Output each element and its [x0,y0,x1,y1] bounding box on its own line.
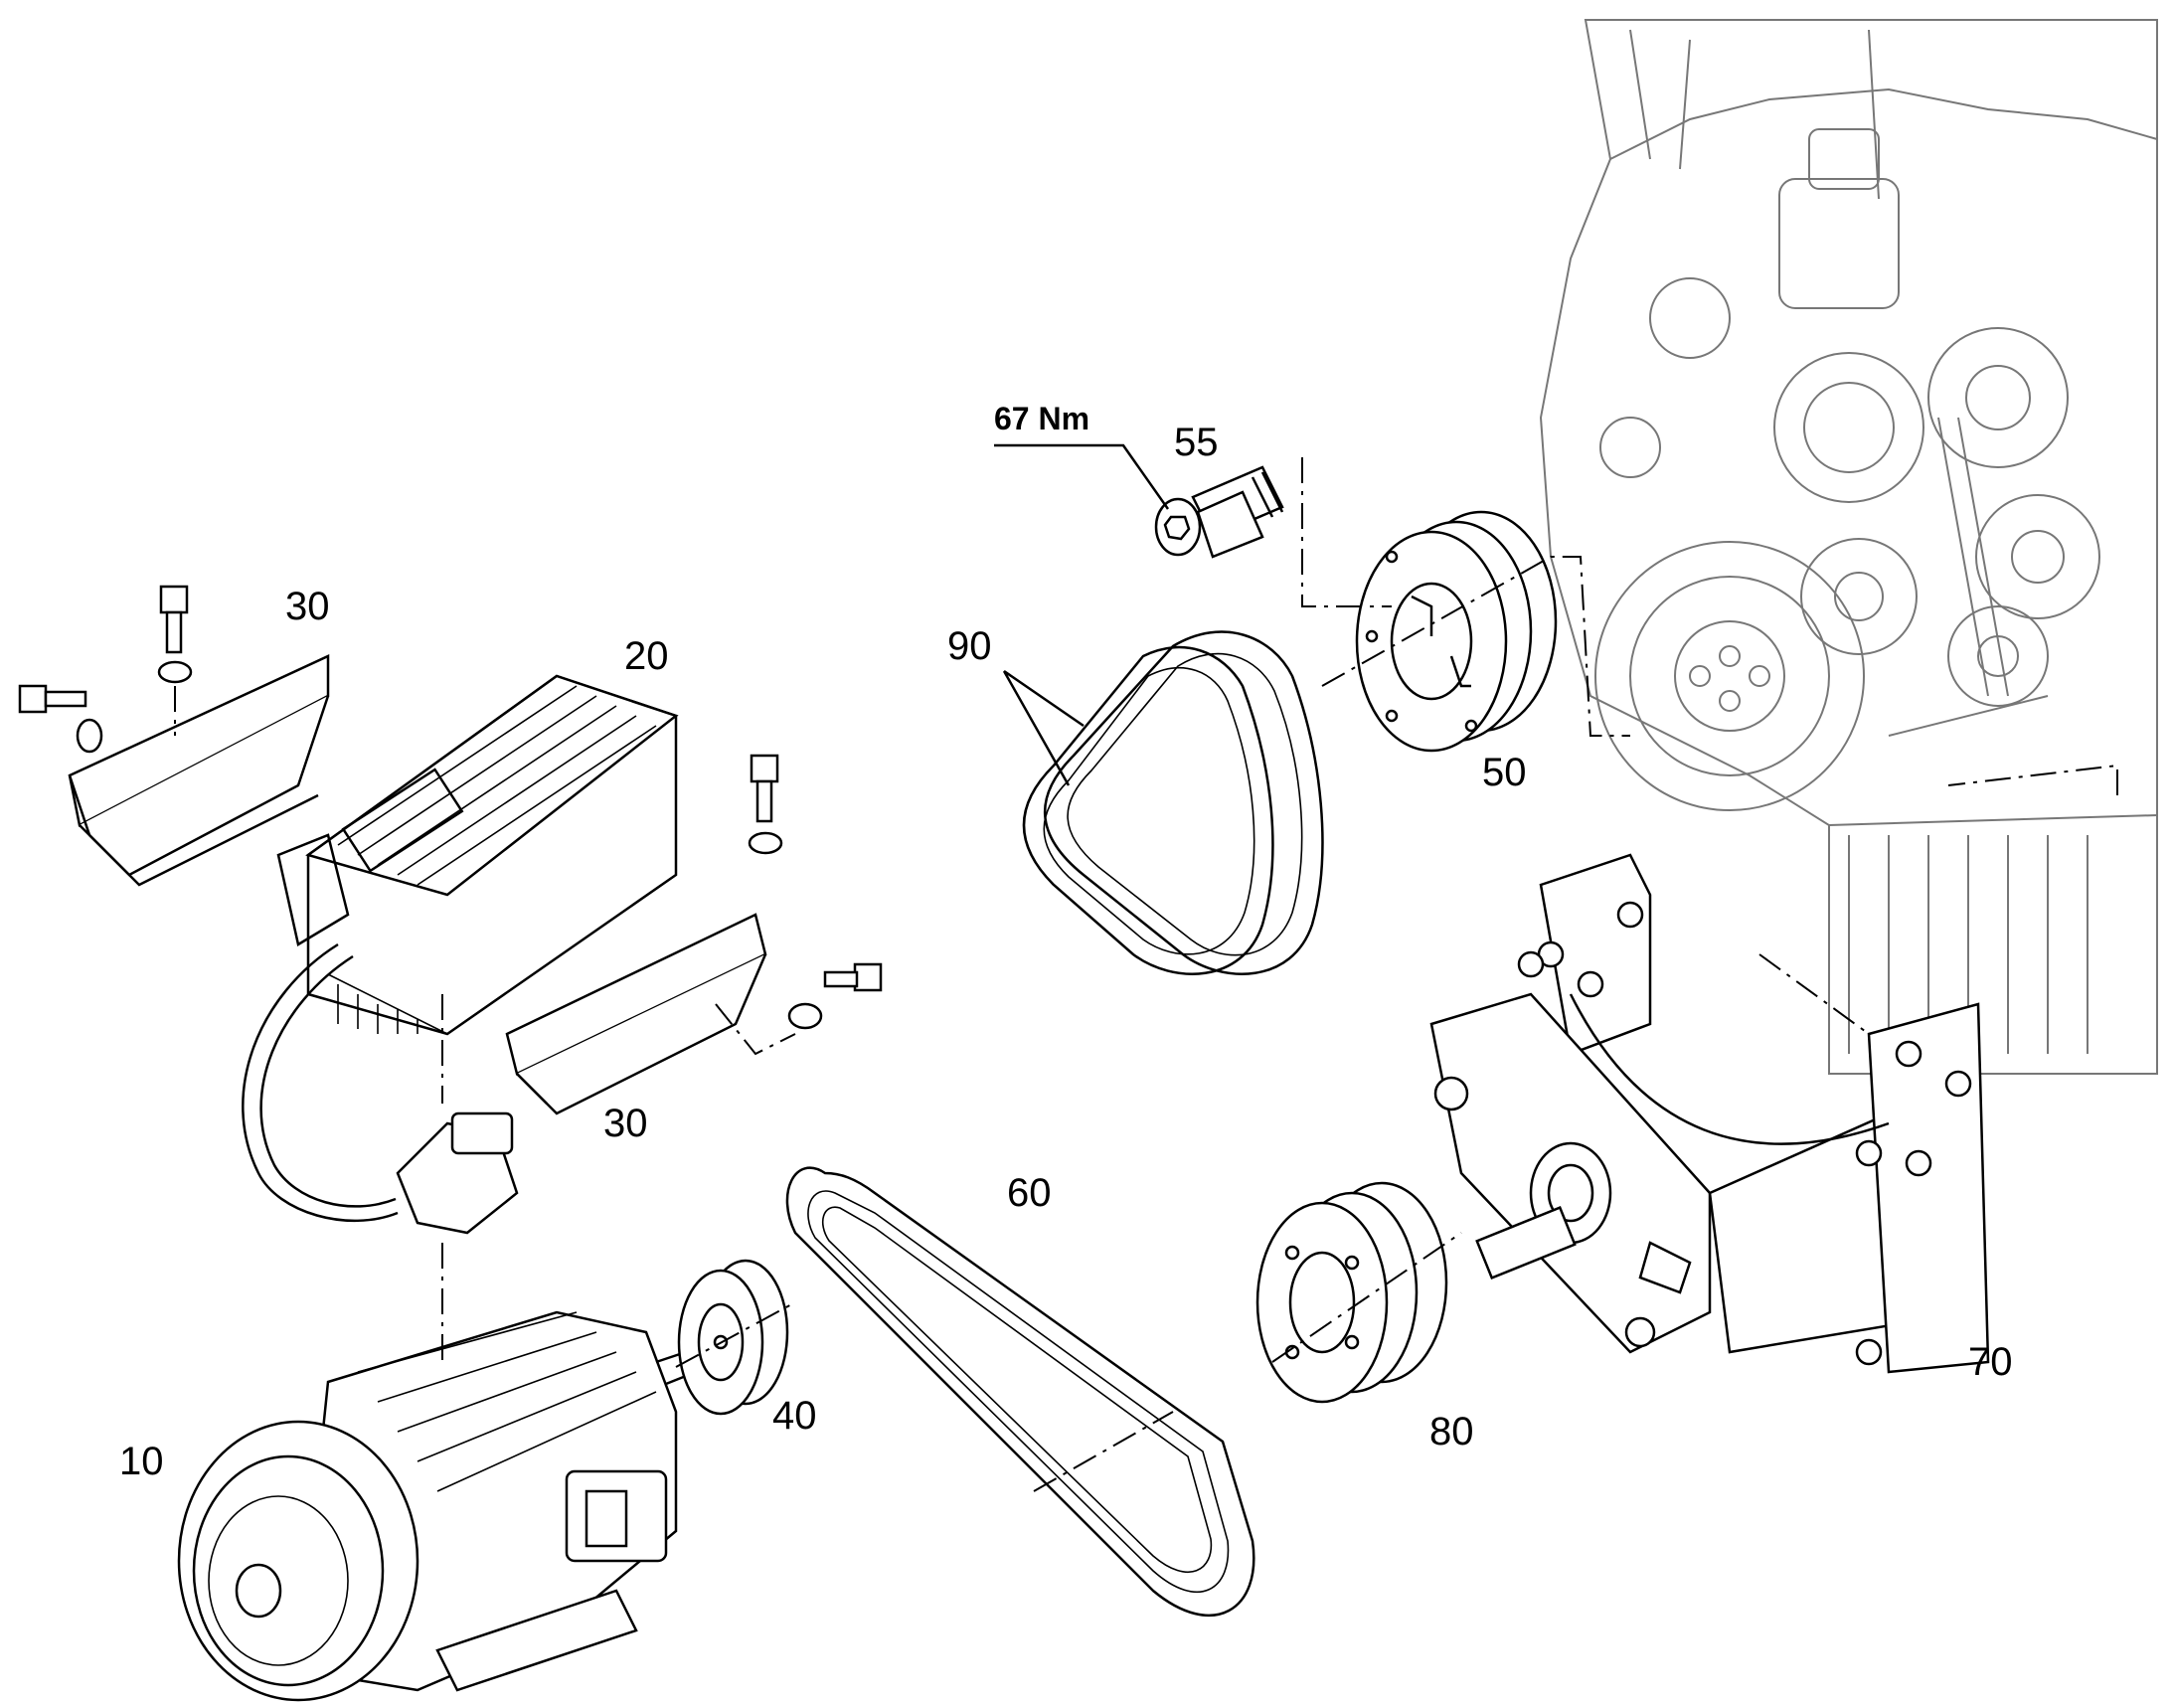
callout-70: 70 [1968,1340,2013,1384]
bolt-rail-upper-side [18,684,103,754]
mounting-rail-lower [505,913,767,1115]
motor-pulley [677,1259,789,1416]
leader-lines [994,443,1170,786]
torque-note: 67 Nm [994,401,1089,436]
bolt-rail-lower-side [715,962,883,1056]
callout-80: 80 [1429,1410,1474,1453]
callout-50: 50 [1482,751,1527,794]
crank-pulley [1355,510,1558,753]
callout-55: 55 [1174,421,1219,464]
callout-20: 20 [624,634,669,678]
alignment-lines [441,457,2118,1492]
driven-pulley [1255,1181,1448,1404]
callout-30-lower: 30 [603,1102,648,1145]
callout-40: 40 [772,1394,817,1438]
callout-10: 10 [119,1440,164,1483]
v-belt-upper [1022,630,1324,975]
cap-screw [1154,465,1284,559]
engine-block [1539,19,2158,1075]
bolt-rail-lower-top [748,754,783,855]
inverter-controller [276,674,679,1036]
motor-cable [242,942,519,1235]
callout-90: 90 [947,624,992,668]
callout-60: 60 [1007,1171,1052,1215]
v-belt-lower [785,1166,1255,1618]
electric-motor [177,1310,698,1702]
bearing-bracket [1429,853,1990,1374]
callout-30-upper: 30 [285,585,330,628]
bolt-rail-upper-top [157,585,193,736]
mounting-rail-upper [68,654,330,887]
callout-labels: 10 20 30 30 40 50 55 60 70 80 90 67 Nm [119,401,2013,1483]
